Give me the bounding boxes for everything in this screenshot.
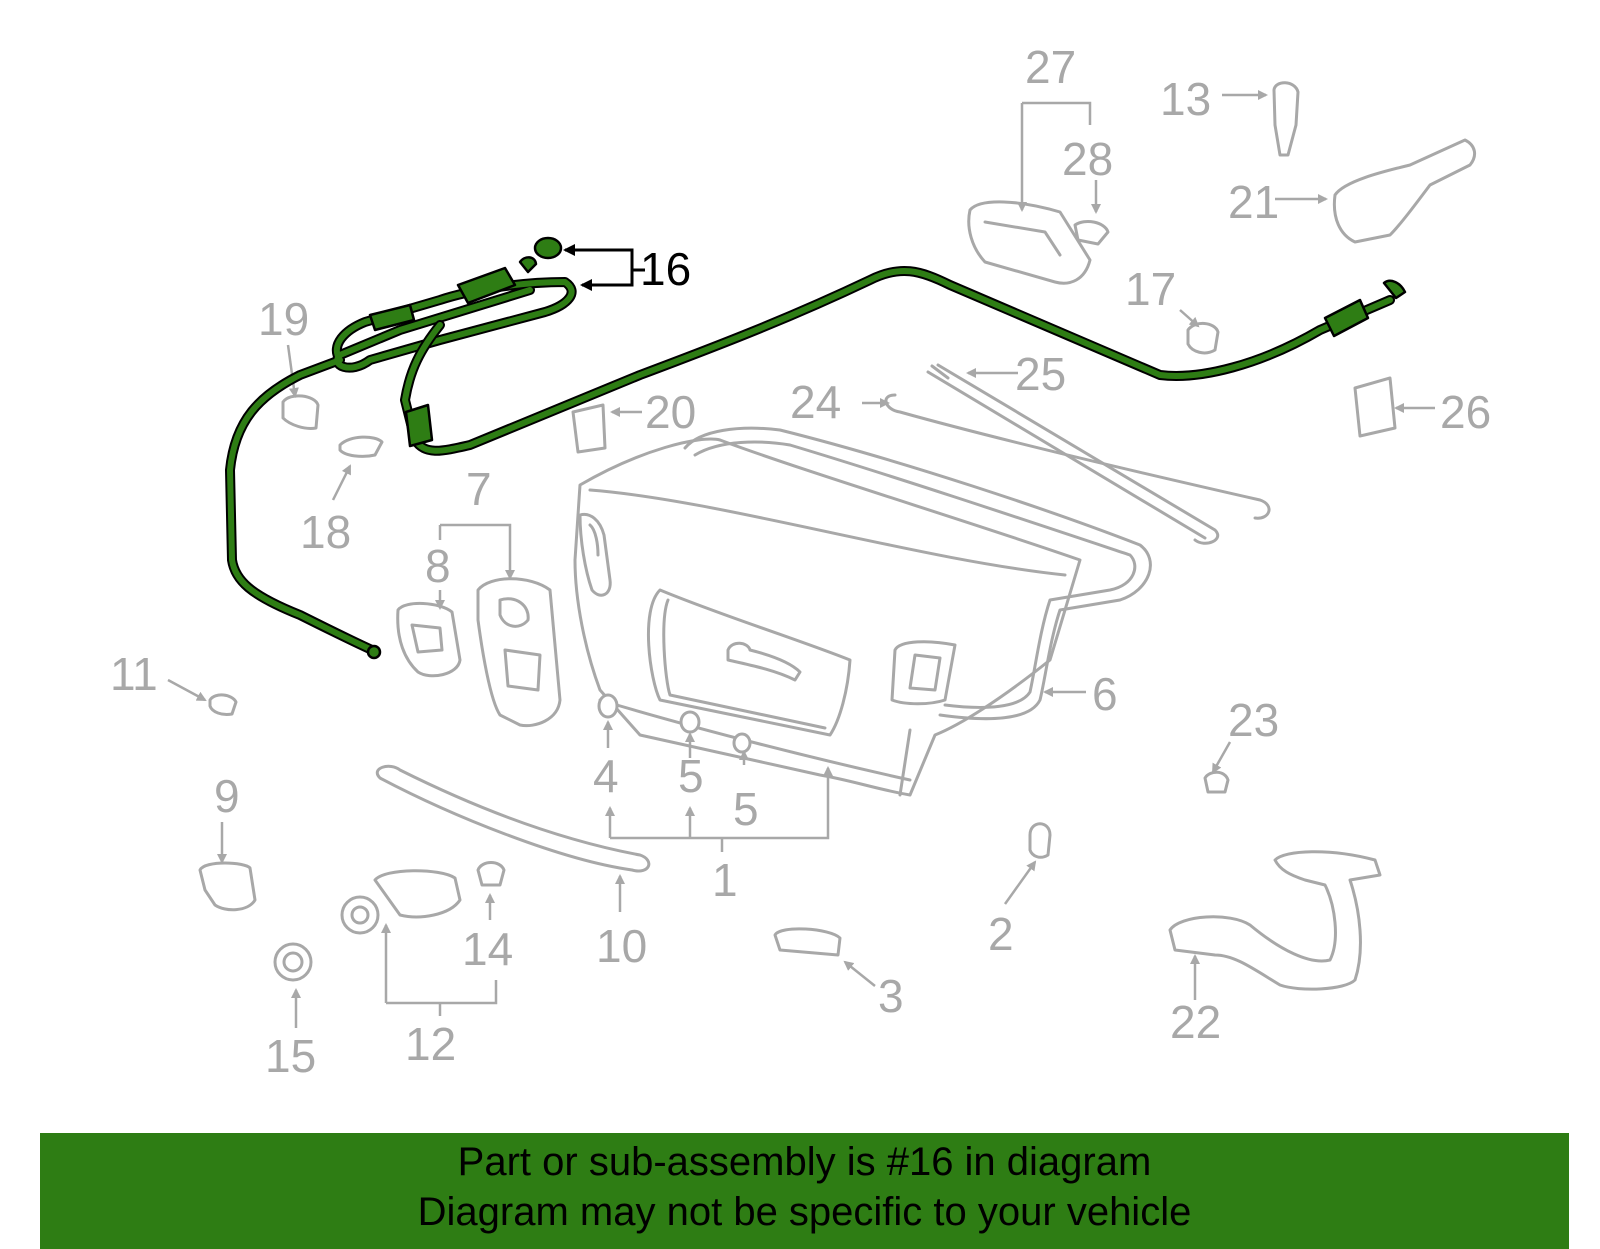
- callout-10: 10: [596, 920, 647, 972]
- callout-23: 23: [1228, 694, 1279, 746]
- callout-4: 4: [593, 750, 619, 802]
- small-parts: [198, 81, 1477, 991]
- callout-26: 26: [1440, 386, 1491, 438]
- callout-17: 17: [1125, 263, 1176, 315]
- weatherstrip-part: [683, 426, 1152, 721]
- callout-22: 22: [1170, 996, 1221, 1048]
- leader-lines: [167, 90, 1435, 1028]
- callout-21: 21: [1228, 176, 1279, 228]
- callout-18: 18: [300, 506, 351, 558]
- release-cable-highlighted: [225, 236, 1407, 660]
- callout-5a: 5: [678, 750, 704, 802]
- footer-disclaimer: Diagram may not be specific to your vehi…: [417, 1190, 1192, 1234]
- callout-12: 12: [405, 1018, 456, 1070]
- garnish-strip-part: [376, 764, 651, 873]
- callout-2: 2: [988, 908, 1014, 960]
- callout-6: 6: [1092, 668, 1118, 720]
- callout-13: 13: [1160, 73, 1211, 125]
- callout-9: 9: [214, 770, 240, 822]
- callout-27: 27: [1025, 41, 1076, 93]
- footer-part-note: Part or sub-assembly is #16 in diagram: [457, 1140, 1152, 1184]
- callout-25: 25: [1015, 348, 1066, 400]
- callout-5b: 5: [733, 783, 759, 835]
- callout-20: 20: [645, 386, 696, 438]
- torsion-bar-parts: [884, 363, 1271, 545]
- callout-19: 19: [258, 293, 309, 345]
- callout-15: 15: [265, 1030, 316, 1082]
- callout-labels: 1 2 3 4 5 5 6 7 8 9 10 11 12 13 14 15 16…: [110, 41, 1491, 1082]
- callout-8: 8: [425, 540, 451, 592]
- callout-7: 7: [466, 463, 492, 515]
- callout-24: 24: [790, 376, 841, 428]
- callout-14: 14: [462, 923, 513, 975]
- callout-1: 1: [712, 854, 738, 906]
- trunk-lid-part: [573, 437, 1082, 797]
- latch-parts: [396, 577, 562, 728]
- callout-28: 28: [1062, 133, 1113, 185]
- callout-3: 3: [878, 970, 904, 1022]
- callout-16: 16: [640, 243, 691, 295]
- footer-banner: Part or sub-assembly is #16 in diagram D…: [40, 1133, 1569, 1249]
- callout-11: 11: [110, 648, 158, 700]
